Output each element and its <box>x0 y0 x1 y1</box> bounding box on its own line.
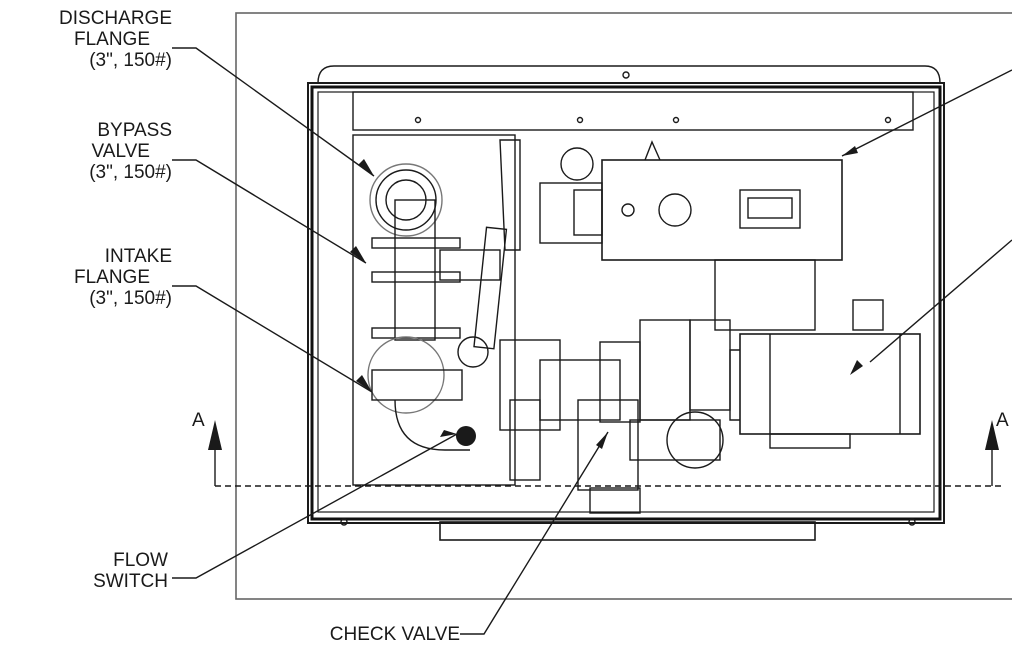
control-box <box>601 159 843 261</box>
cabinet-top <box>317 65 941 84</box>
callout-line: BYPASS <box>97 120 172 141</box>
flow-switch-callout: FLOW SWITCH <box>93 550 168 592</box>
section-arrow-right <box>985 420 999 450</box>
callout-line: FLOW <box>113 550 168 571</box>
callout-line: FLANGE <box>73 267 150 288</box>
flow-switch-leader <box>172 433 458 579</box>
discharge-flange <box>369 163 443 237</box>
bypass-pipe <box>394 199 436 341</box>
discharge-leader <box>172 47 375 177</box>
top-panel <box>352 91 914 131</box>
callout-line: (3", 150#) <box>89 50 172 71</box>
intake-leader <box>172 285 373 393</box>
check-valve <box>577 399 639 491</box>
callout-line: CHECK VALVE <box>329 624 460 645</box>
right-leader <box>869 239 1012 363</box>
callout-line: (3", 150#) <box>89 162 172 183</box>
section-mark-right: A <box>996 410 1009 431</box>
callout-line: SWITCH <box>93 571 168 592</box>
motor <box>739 333 921 435</box>
base-rail <box>439 521 816 541</box>
pilot-light-icon <box>621 203 635 217</box>
discharge-flange-callout: DISCHARGE FLANGE (3", 150#) <box>59 8 172 71</box>
callout-line: INTAKE <box>104 246 172 267</box>
callout-line: DISCHARGE <box>59 8 172 29</box>
callout-line: FLANGE <box>73 29 150 50</box>
enclosure-outline <box>235 12 1012 600</box>
intake-flange <box>367 336 445 414</box>
intake-flange-callout: INTAKE FLANGE (3", 150#) <box>74 246 172 309</box>
cabinet-body <box>307 82 945 524</box>
check-valve-leader <box>460 431 609 635</box>
callout-line: (3", 150#) <box>89 288 172 309</box>
pump-casing <box>499 339 561 431</box>
bypass-valve-callout: BYPASS VALVE (3", 150#) <box>89 120 172 183</box>
callout-line: VALVE <box>91 141 150 162</box>
back-plate <box>352 134 516 486</box>
top-right-leader <box>841 69 1012 157</box>
display-icon <box>739 189 801 229</box>
check-valve-callout: CHECK VALVE <box>330 624 460 645</box>
section-mark-left: A <box>192 410 205 431</box>
section-arrow-left <box>208 420 222 450</box>
bypass-leader <box>172 159 367 264</box>
